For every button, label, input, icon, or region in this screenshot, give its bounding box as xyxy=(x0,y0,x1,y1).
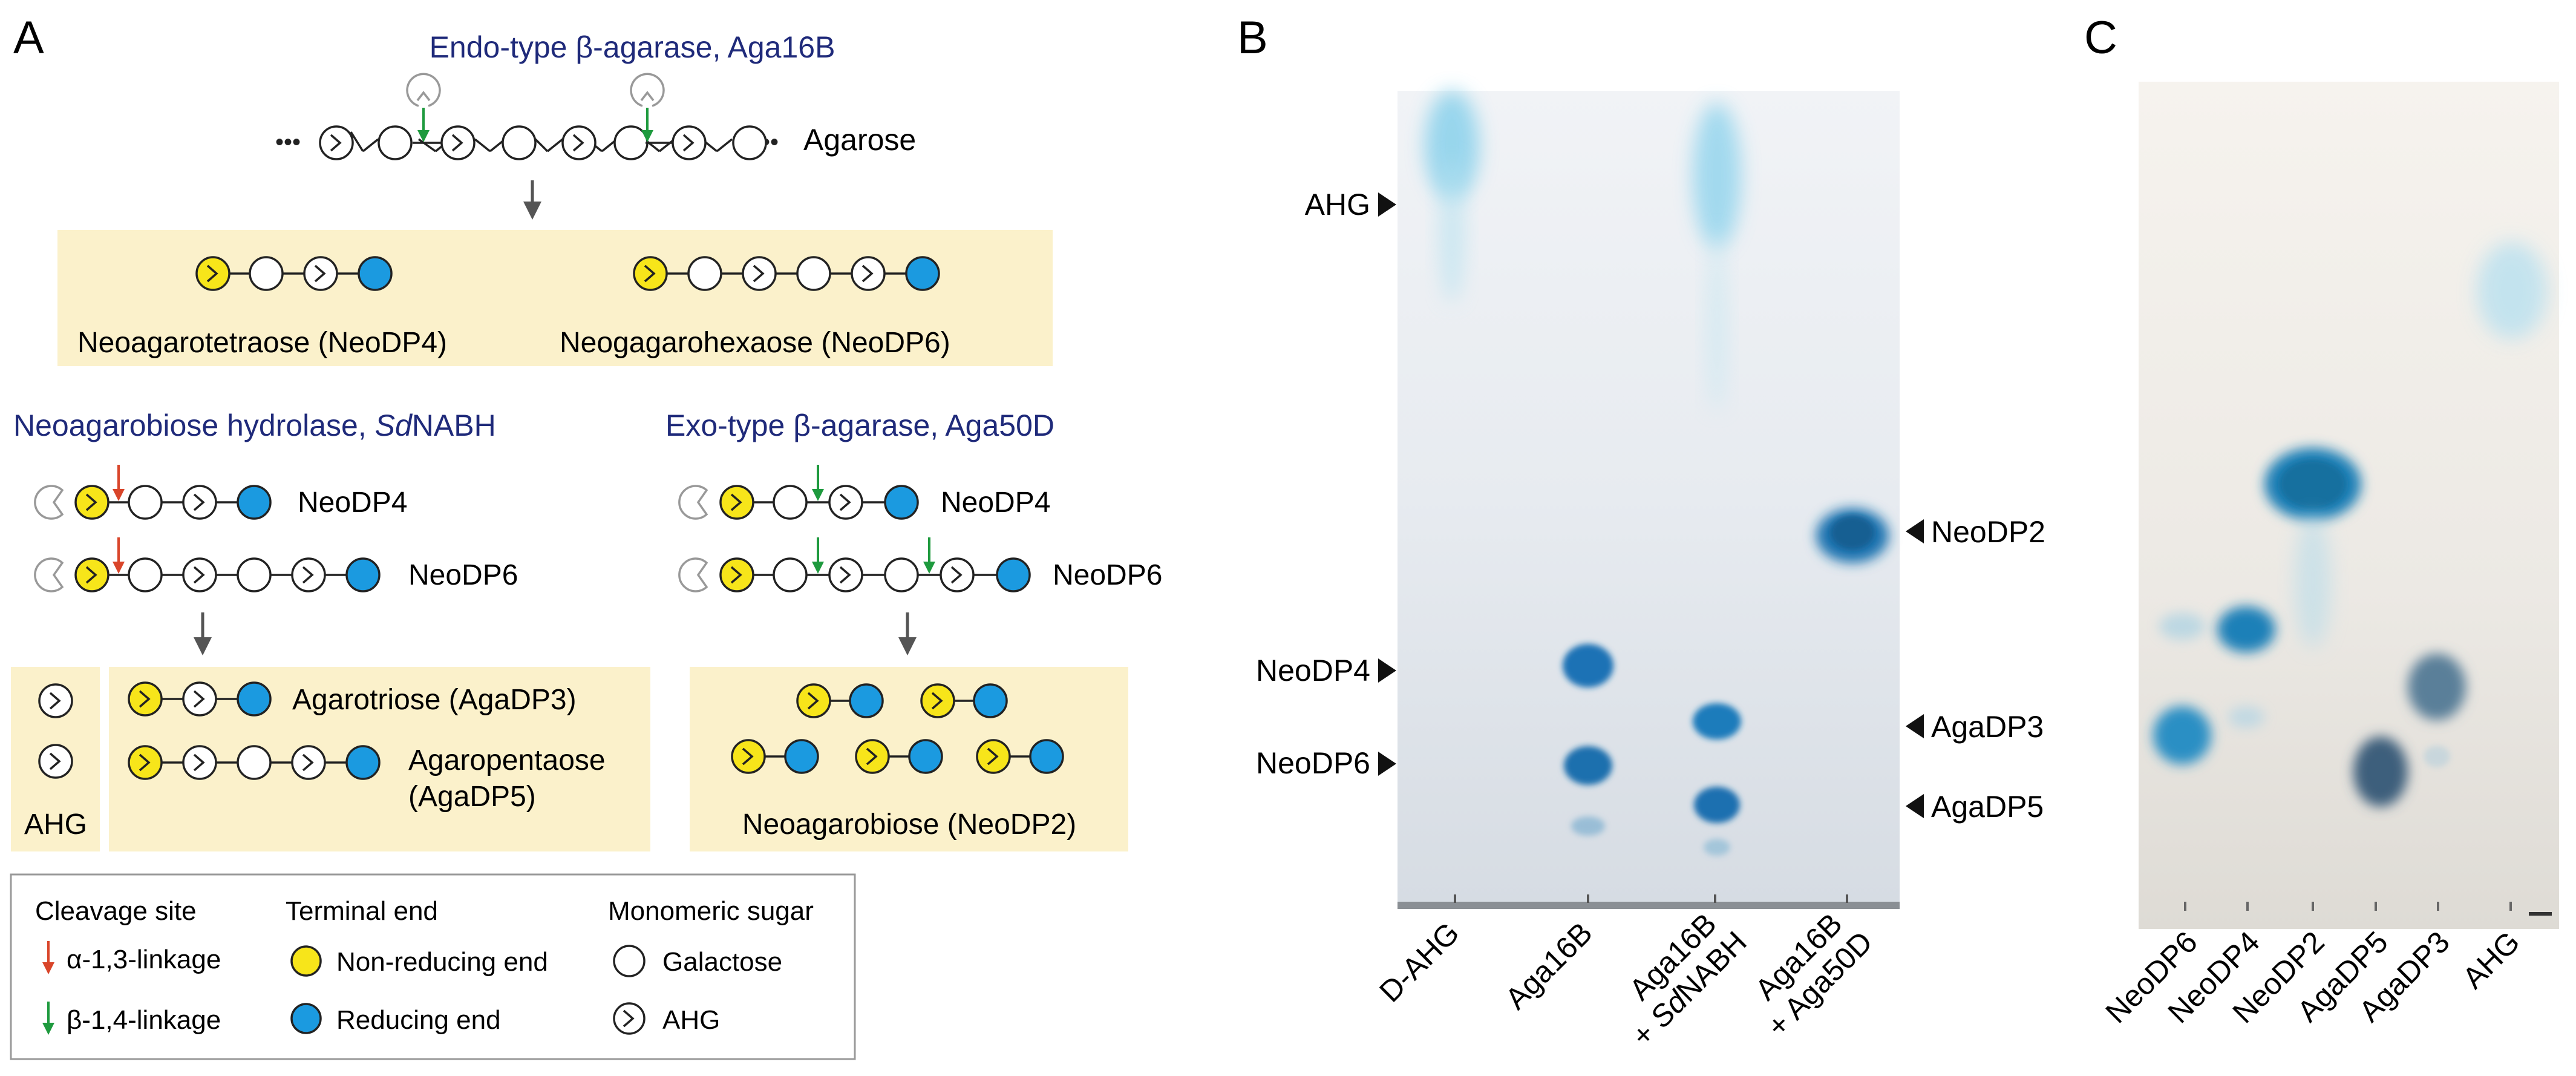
legend-yellow-circle-icon xyxy=(290,945,322,977)
agadp5-name-2: (AgaDP5) xyxy=(408,781,536,813)
legend-heading-cleavage: Cleavage site xyxy=(35,896,197,926)
marker-agadp3: AgaDP3 xyxy=(1931,710,2044,744)
ahg-product-label: AHG xyxy=(24,809,87,841)
panel-letter-b: B xyxy=(1237,12,1268,64)
tick-marks-b xyxy=(1454,894,1848,903)
legend-heading-terminal: Terminal end xyxy=(286,896,438,926)
exo-row1-label: NeoDP4 xyxy=(941,487,1050,519)
marker-agadp5: AgaDP5 xyxy=(1931,790,2044,824)
legend-reducing: Reducing end xyxy=(336,1005,501,1035)
legend-ahg-icon xyxy=(613,1002,646,1035)
neodp2-name: Neoagarobiose (NeoDP2) xyxy=(742,809,1076,841)
enzyme-icon xyxy=(406,73,441,107)
marker-agadp3-triangle-icon xyxy=(1906,714,1924,738)
exo-title: Exo-type β-agarase, Aga50D xyxy=(665,408,1054,442)
marker-neodp6-triangle-icon xyxy=(1378,752,1396,776)
marker-agadp5-triangle-icon xyxy=(1906,794,1924,818)
marker-ahg: AHG xyxy=(1305,188,1370,221)
spots-b xyxy=(1425,91,1889,856)
legend-ahg: AHG xyxy=(662,1005,720,1035)
panel-letter-a: A xyxy=(13,12,44,64)
marker-neodp4: NeoDP4 xyxy=(1256,654,1370,687)
marker-neodp2: NeoDP2 xyxy=(1931,515,2045,549)
hydrolase-row1-label: NeoDP4 xyxy=(298,487,407,519)
exo-row-neodp4: NeoDP4 xyxy=(678,465,1050,520)
products-box xyxy=(57,230,1053,366)
marker-neodp4-triangle-icon xyxy=(1378,658,1396,683)
hydrolase-row-neodp4: NeoDP4 xyxy=(34,465,407,520)
chain-dots-left: ••• xyxy=(275,129,301,156)
agadp3-structure xyxy=(128,681,272,717)
legend-nonreducing: Non-reducing end xyxy=(336,947,548,977)
agadp5-name-1: Agaropentaose xyxy=(408,744,606,776)
agadp5-structure xyxy=(128,745,381,780)
neodp2-structures xyxy=(731,683,1064,774)
hydrolase-title: Neoagarobiose hydrolase, SdNABH xyxy=(13,408,496,442)
tick-marks-c xyxy=(2184,902,2552,916)
legend-beta: β-1,4-linkage xyxy=(67,1005,221,1035)
exo-row2-label: NeoDP6 xyxy=(1053,559,1162,591)
lane-b-1: D-AHG xyxy=(1373,916,1466,1009)
substrate-label: Agarose xyxy=(803,123,916,157)
legend-heading-monomer: Monomeric sugar xyxy=(608,896,814,926)
panel-c: C NeoDP6 NeoDP4 NeoDP2 AgaDP5 AgaDP3 AHG xyxy=(2084,12,2559,1029)
hydrolase-row2-label: NeoDP6 xyxy=(408,559,518,591)
hydrolase-row-neodp6: NeoDP6 xyxy=(34,537,518,592)
panel-b: B AHG NeoDP4 NeoDP6 NeoDP2 xyxy=(1237,12,2045,1053)
exo-row-neodp6: NeoDP6 xyxy=(678,537,1162,592)
marker-neodp2-triangle-icon xyxy=(1906,519,1924,543)
neodp4-name: Neoagarotetraose (NeoDP4) xyxy=(77,327,447,359)
agadp3-name: Agarotriose (AgaDP3) xyxy=(292,684,577,716)
legend-alpha: α-1,3-linkage xyxy=(67,945,221,974)
lane-c-6: AHG xyxy=(2456,925,2526,995)
endo-title: Endo-type β-agarase, Aga16B xyxy=(430,30,835,64)
legend-galactose-icon xyxy=(613,945,646,977)
marker-neodp6: NeoDP6 xyxy=(1256,746,1370,780)
panel-a: A Endo-type β-agarase, Aga16B ••• ••• Ag… xyxy=(10,12,1162,1060)
panel-letter-c: C xyxy=(2084,12,2117,64)
spots-c xyxy=(2153,242,2547,807)
legend-galactose: Galactose xyxy=(662,947,782,977)
tlc-plate-b xyxy=(1398,91,1900,905)
neodp6-name: Neogagarohexaose (NeoDP6) xyxy=(560,327,950,359)
lane-b-2: Aga16B xyxy=(1499,916,1598,1015)
enzyme-icon xyxy=(630,73,665,107)
legend-box xyxy=(10,873,856,1060)
neodp6-structure xyxy=(633,256,940,291)
neodp4-structure xyxy=(195,256,393,291)
marker-ahg-triangle-icon xyxy=(1378,192,1396,217)
legend-blue-circle-icon xyxy=(290,1003,322,1034)
